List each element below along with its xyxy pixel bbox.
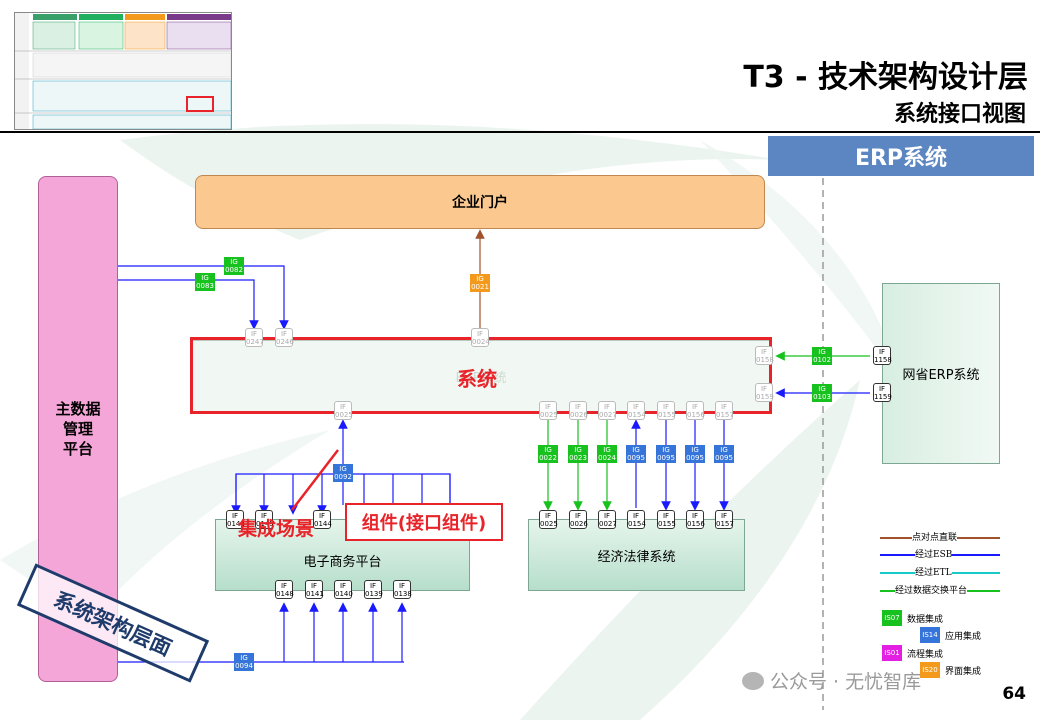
if-tag[interactable]: IF 0148 — [275, 580, 294, 599]
legend-tag-app: IS14 — [920, 627, 940, 643]
legend-label-dep: 经过数据交换平台 — [895, 583, 968, 596]
if-tag[interactable]: IF 0156 — [686, 401, 705, 420]
legend-label-ui: 界面集成 — [945, 667, 982, 677]
legend-label-p2p: 点对点直联 — [912, 530, 958, 543]
if-tag[interactable]: IF 0141 — [305, 580, 324, 599]
if-tag[interactable]: IF 0025 — [334, 401, 353, 420]
legend-label-data: 数据集成 — [907, 615, 944, 625]
legal-system-label: 经济法律系统 — [597, 549, 676, 565]
ig-tag[interactable]: IG 0102 — [812, 347, 832, 365]
provincial-erp-box[interactable]: 网省ERP系统 — [882, 283, 1000, 464]
if-tag[interactable]: IF 0026 — [569, 401, 588, 420]
system-annotation: 系统 — [457, 367, 497, 391]
if-tag[interactable]: IF 0146 — [226, 510, 245, 529]
ig-tag[interactable]: IG 0021 — [470, 274, 490, 292]
page-number: 64 — [1002, 684, 1026, 704]
ig-tag[interactable]: IG 0095 — [656, 445, 676, 463]
legend-tag-flow: IS01 — [882, 645, 902, 661]
component-annotation: 组件(接口组件) — [345, 503, 503, 541]
legend-label-esb: 经过ESB — [915, 547, 953, 560]
if-tag[interactable]: IF 0157 — [715, 401, 734, 420]
ig-tag[interactable]: IG 0095 — [626, 445, 646, 463]
if-tag[interactable]: IF 0247 — [245, 328, 264, 347]
if-tag[interactable]: IF 0025 — [539, 401, 558, 420]
mdm-platform-label: 主数据 管理 平台 — [55, 400, 101, 458]
if-tag[interactable]: IF 1158 — [873, 346, 892, 365]
ig-tag[interactable]: IG 0094 — [234, 653, 254, 671]
if-tag[interactable]: IF 0156 — [686, 510, 705, 529]
if-tag[interactable]: IF 0158 — [755, 346, 774, 365]
scenario-annotation: 集成场景 — [238, 518, 315, 540]
legend-tag-data: IS07 — [882, 610, 902, 626]
enterprise-portal-box[interactable]: 企业门户 — [195, 175, 765, 229]
if-tag[interactable]: IF 0140 — [334, 580, 353, 599]
wechat-icon — [742, 672, 764, 690]
ig-tag[interactable]: IG 0024 — [597, 445, 617, 463]
if-tag[interactable]: IF 0246 — [275, 328, 294, 347]
legend-label-etl: 经过ETL — [915, 565, 952, 578]
erp-banner: ERP系统 — [768, 136, 1034, 176]
legend-label-flow: 流程集成 — [907, 650, 944, 660]
legend-label-app: 应用集成 — [945, 632, 982, 642]
if-tag[interactable]: IF 0026 — [569, 510, 588, 529]
if-tag[interactable]: IF 0155 — [657, 401, 676, 420]
if-tag[interactable]: IF 0139 — [364, 580, 383, 599]
if-tag[interactable]: IF 0027 — [598, 401, 617, 420]
ig-tag[interactable]: IG 0103 — [812, 384, 832, 402]
if-tag[interactable]: IF 0155 — [657, 510, 676, 529]
page-subtitle: 系统接口视图 — [893, 102, 1026, 127]
if-tag[interactable]: IF 0154 — [627, 510, 646, 529]
enterprise-portal-label: 企业门户 — [452, 195, 508, 211]
title-divider — [0, 131, 1040, 133]
overview-thumbnail[interactable] — [14, 12, 232, 130]
if-tag[interactable]: IF 0159 — [755, 383, 774, 402]
provincial-erp-label: 网省ERP系统 — [902, 368, 980, 383]
if-tag[interactable]: IF 0154 — [627, 401, 646, 420]
erp-system-faint-label: ERP系统 — [455, 370, 507, 386]
ecommerce-platform-label: 电子商务平台 — [303, 554, 382, 570]
if-tag[interactable]: IF 1159 — [873, 383, 892, 402]
if-tag[interactable]: IF 0027 — [598, 510, 617, 529]
wechat-watermark: 公众号 · 无忧智库 — [742, 667, 921, 694]
ig-tag[interactable]: IG 0095 — [685, 445, 705, 463]
ig-tag[interactable]: IG 0022 — [538, 445, 558, 463]
ig-tag[interactable]: IG 0092 — [333, 464, 353, 482]
ig-tag[interactable]: IG 0083 — [195, 273, 215, 291]
legend-tag-ui: IS20 — [920, 662, 940, 678]
ig-tag[interactable]: IG 0023 — [568, 445, 588, 463]
if-tag[interactable]: IF 0138 — [393, 580, 412, 599]
ig-tag[interactable]: IG 0095 — [714, 445, 734, 463]
page-title: T3 - 技术架构设计层 — [743, 60, 1028, 95]
ig-tag[interactable]: IG 0082 — [224, 257, 244, 275]
if-tag[interactable]: IF 0157 — [715, 510, 734, 529]
if-tag[interactable]: IF 0024 — [471, 328, 490, 347]
if-tag[interactable]: IF 0144 — [313, 510, 332, 529]
if-tag[interactable]: IF 0145 — [255, 510, 274, 529]
wechat-account-label: 公众号 · 无忧智库 — [770, 671, 922, 693]
if-tag[interactable]: IF 0025 — [539, 510, 558, 529]
legal-system-box[interactable]: 经济法律系统 — [528, 519, 745, 591]
